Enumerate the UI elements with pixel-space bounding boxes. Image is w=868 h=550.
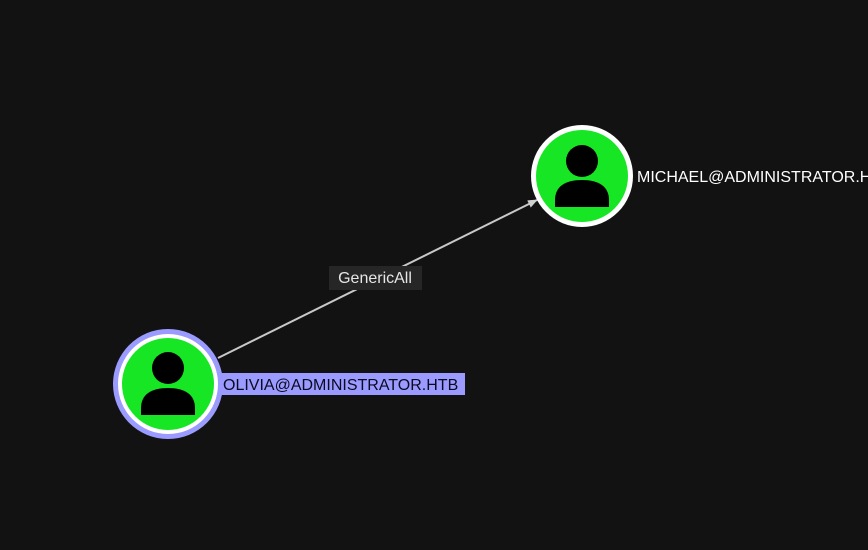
edge-label-background [329, 266, 422, 290]
node-label-highlight [221, 373, 465, 395]
user-icon [555, 145, 609, 207]
edge-generic-all[interactable]: GenericAll [217, 199, 538, 359]
node-olivia[interactable]: OLIVIA@ADMINISTRATOR.HTB [113, 329, 465, 439]
node-label[interactable]: MICHAEL@ADMINISTRATOR.HTB [637, 169, 868, 186]
node-michael[interactable]: MICHAEL@ADMINISTRATOR.HTB [531, 125, 868, 227]
node-label[interactable]: OLIVIA@ADMINISTRATOR.HTB [223, 377, 458, 394]
edge-label[interactable]: GenericAll [338, 270, 412, 287]
user-icon [141, 352, 195, 415]
